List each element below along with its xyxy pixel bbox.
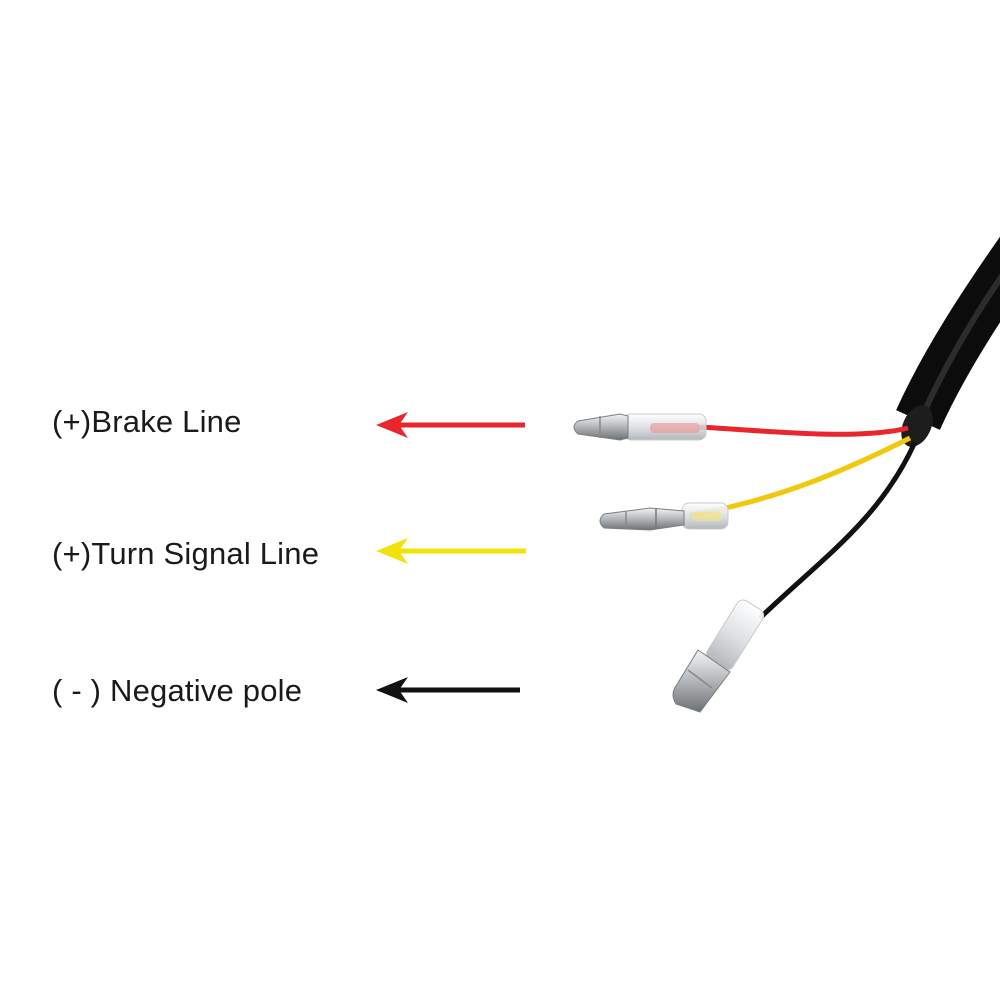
brake-arrow-icon	[376, 412, 525, 438]
negative-arrow-icon	[376, 677, 520, 703]
negative-wire	[673, 442, 915, 712]
brake-wire	[574, 414, 908, 440]
turn-signal-arrow-icon	[376, 538, 526, 564]
sheathed-cable	[895, 250, 1000, 452]
